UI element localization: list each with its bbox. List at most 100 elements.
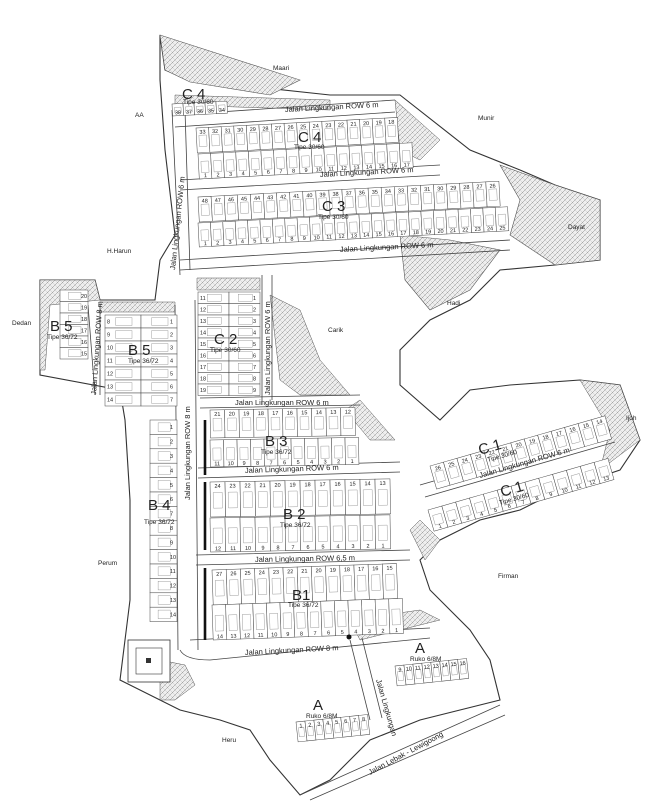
lot-number: 26 xyxy=(230,571,236,577)
lot-house xyxy=(320,445,330,459)
lot-house xyxy=(240,201,249,214)
lot-number: 15 xyxy=(582,423,590,430)
block-label-b5-small: B 5 xyxy=(50,318,73,335)
owner-dayat: Dayat xyxy=(568,224,585,231)
lot-house xyxy=(227,417,237,431)
lot-house xyxy=(307,726,314,736)
lot-number: 5 xyxy=(253,238,256,244)
lot-house xyxy=(256,417,266,431)
lot-house xyxy=(328,415,339,430)
lot-number: 11 xyxy=(200,296,206,302)
block-type-c2: Tipe 30/60 xyxy=(210,347,241,354)
road-vertical-left xyxy=(171,109,191,276)
lot-number: 21 xyxy=(450,228,456,234)
lot-number: 7 xyxy=(313,631,316,637)
lot-number: 22 xyxy=(462,227,468,233)
lot-number: 2 xyxy=(216,172,219,178)
lot-house xyxy=(226,447,235,461)
lot-number: 14 xyxy=(363,233,369,239)
lot-house xyxy=(151,356,169,365)
lot-house xyxy=(292,198,302,211)
lot-number: 22 xyxy=(287,569,293,575)
lot-house xyxy=(242,527,253,544)
lot-number: 21 xyxy=(259,483,265,489)
lot-number: 14 xyxy=(596,419,604,426)
lot-number: 26 xyxy=(434,465,442,472)
lot-number: 14 xyxy=(217,634,223,640)
lot-house xyxy=(370,194,380,207)
lot-house xyxy=(243,491,253,508)
lot-number: 34 xyxy=(219,108,225,114)
lot-number: 42 xyxy=(280,194,286,200)
lot-number: 9 xyxy=(107,333,110,339)
owner-carik: Carik xyxy=(328,327,344,334)
lot-house xyxy=(242,613,252,631)
lot-house xyxy=(223,133,233,146)
road-label-entrance: Jalan Lingkungan xyxy=(374,678,399,737)
lot-number: 2 xyxy=(253,307,256,313)
lot-house xyxy=(332,525,343,542)
lot-number: 3 xyxy=(253,319,256,325)
green-areas xyxy=(39,34,641,701)
lot-house xyxy=(238,328,253,336)
lot-number: 9 xyxy=(304,168,307,174)
road-label-vertical-b5: Jalan Lingkungan ROW 8 m xyxy=(89,301,105,395)
lot-number: 19 xyxy=(200,388,206,394)
lot-number: 7 xyxy=(253,365,256,371)
lot-house xyxy=(296,612,306,629)
lot-number: 34 xyxy=(385,189,391,195)
lot-house xyxy=(238,374,253,382)
lot-number: 6 xyxy=(507,504,512,511)
lot-number: 5 xyxy=(321,545,324,551)
lot-number: 15 xyxy=(375,232,381,238)
lot-number: 5 xyxy=(254,170,257,176)
lot-house xyxy=(356,574,367,592)
lot-number: 19 xyxy=(243,411,249,417)
lot-house xyxy=(226,202,236,215)
owner-ijoh: Ijoh xyxy=(626,415,637,422)
lot-number: 2 xyxy=(170,440,173,446)
lot-number: 21 xyxy=(502,446,510,453)
lot-house xyxy=(200,229,210,242)
lot-number: 12 xyxy=(244,633,250,639)
lot-house xyxy=(347,525,358,542)
lot-number: 12 xyxy=(200,307,206,313)
lot-number: 24 xyxy=(259,570,265,576)
lot-house xyxy=(151,317,169,326)
lot-house xyxy=(185,106,193,113)
block-type-a-left: Ruko 6/8M xyxy=(306,713,337,720)
lot-house xyxy=(115,356,133,365)
lot xyxy=(358,714,370,736)
lot-number: 10 xyxy=(561,487,569,494)
lot-number: 30 xyxy=(437,186,443,192)
lot-house xyxy=(595,423,608,437)
lot-house xyxy=(238,363,253,371)
lot-number: 4 xyxy=(326,721,330,727)
lot-house xyxy=(207,105,215,112)
lot-house xyxy=(293,446,303,459)
lot-house xyxy=(317,525,328,542)
lot-number: 10 xyxy=(406,666,413,673)
road-main xyxy=(299,704,506,801)
lot-house xyxy=(570,473,583,486)
lot-number: 11 xyxy=(415,665,421,672)
lot-number: 4 xyxy=(354,629,357,635)
lot-house xyxy=(207,305,222,313)
lot-house xyxy=(434,469,446,483)
lot-number: 24 xyxy=(313,124,319,130)
lot-house xyxy=(157,537,171,547)
lot-number: 6 xyxy=(266,238,269,244)
lot-house xyxy=(374,125,384,138)
lot-house xyxy=(584,469,597,482)
lot-house xyxy=(339,153,348,166)
lot-house xyxy=(279,199,289,212)
lot-number: 10 xyxy=(170,555,176,561)
lot-house xyxy=(376,151,386,164)
lot-house xyxy=(157,422,171,432)
lot-number: 9 xyxy=(170,540,173,546)
